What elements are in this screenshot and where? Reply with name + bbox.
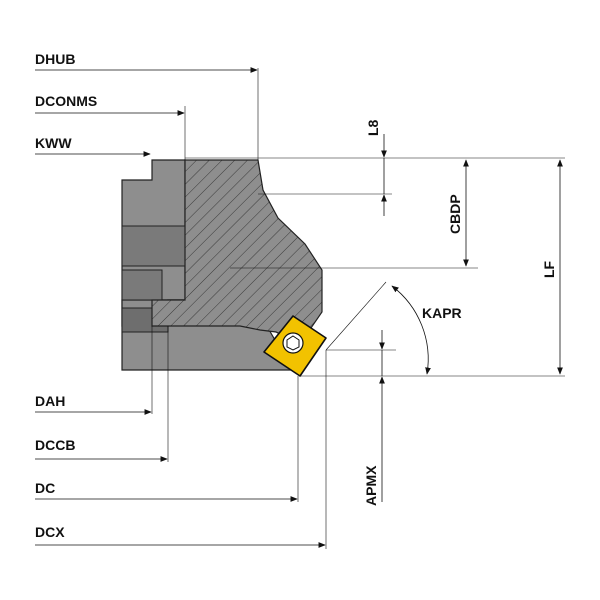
dah-label: DAH xyxy=(35,393,65,409)
screw-icon xyxy=(282,332,304,354)
keyway-slot xyxy=(121,225,186,267)
kapr-arc xyxy=(391,285,431,375)
cbdp-label: CBDP xyxy=(447,194,463,234)
l8-label: L8 xyxy=(365,119,381,136)
dc-label: DC xyxy=(35,480,55,496)
apmx-label: APMX xyxy=(363,465,379,506)
bore-slot xyxy=(121,269,163,301)
lf-label: LF xyxy=(541,260,557,278)
dconms-label: DCONMS xyxy=(35,93,97,109)
dhub-label: DHUB xyxy=(35,51,75,67)
kapr-label: KAPR xyxy=(422,305,462,321)
dcx-label: DCX xyxy=(35,524,65,540)
dccb-label: DCCB xyxy=(35,437,75,453)
kww-label: KWW xyxy=(35,135,72,151)
